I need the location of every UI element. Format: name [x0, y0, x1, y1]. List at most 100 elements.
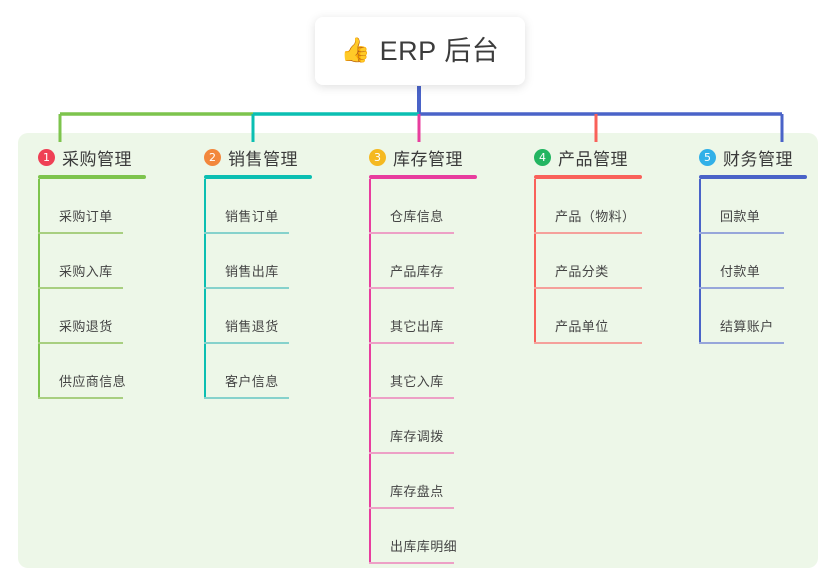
branch-underline — [699, 175, 807, 179]
branch-title: 库存管理 — [393, 149, 463, 169]
root-node-card[interactable]: 👍 ERP 后台 — [315, 17, 525, 85]
branch-item-underline — [534, 287, 642, 289]
branch-item-label: 产品库存 — [390, 264, 444, 279]
branch-item[interactable]: 其它入库 — [369, 344, 477, 399]
branch-item-label: 采购订单 — [59, 209, 113, 224]
branch-item-label: 结算账户 — [720, 319, 774, 334]
branch-item-underline — [369, 452, 454, 454]
branch-item-label: 客户信息 — [225, 374, 279, 389]
branch-item-list: 仓库信息产品库存其它出库其它入库库存调拨库存盘点出库库明细 — [369, 179, 477, 564]
branch-item-label: 出库库明细 — [390, 539, 458, 554]
branch-item-underline — [204, 397, 289, 399]
branch-item-label: 采购入库 — [59, 264, 113, 279]
branch-item[interactable]: 回款单 — [699, 179, 807, 234]
branch-underline — [534, 175, 642, 179]
branches-panel — [18, 133, 818, 568]
branch-item-label: 产品单位 — [555, 319, 609, 334]
branch-item-label: 其它入库 — [390, 374, 444, 389]
branch-item[interactable]: 销售出库 — [204, 234, 312, 289]
branch-item-underline — [699, 232, 784, 234]
branch-item[interactable]: 产品库存 — [369, 234, 477, 289]
branch-item[interactable]: 采购入库 — [38, 234, 146, 289]
branch-item-label: 供应商信息 — [59, 374, 127, 389]
branch-title: 销售管理 — [228, 149, 298, 169]
branch-item-label: 采购退货 — [59, 319, 113, 334]
branch-spine — [534, 179, 536, 344]
branch-item-underline — [204, 232, 289, 234]
branch-item-underline — [699, 342, 784, 344]
branch-item-underline — [699, 287, 784, 289]
branch-column-5: 5 财务管理回款单付款单结算账户 — [699, 145, 807, 344]
branch-item-list: 产品（物料） 产品分类产品单位 — [534, 179, 642, 344]
branch-item-underline — [204, 287, 289, 289]
branch-item-underline — [369, 287, 454, 289]
branch-item-label: 其它出库 — [390, 319, 444, 334]
branch-item-label: 销售出库 — [225, 264, 279, 279]
branch-item-label: 销售退货 — [225, 319, 279, 334]
branch-item-label: 产品（物料） — [555, 209, 636, 224]
branch-item[interactable]: 仓库信息 — [369, 179, 477, 234]
branch-header-5[interactable]: 5 财务管理 — [699, 145, 807, 169]
branch-item-underline — [38, 287, 123, 289]
branch-item-list: 销售订单销售出库销售退货客户信息 — [204, 179, 312, 399]
branch-item-list: 回款单付款单结算账户 — [699, 179, 807, 344]
branch-underline — [38, 175, 146, 179]
branch-number-badge: 2 — [204, 148, 221, 166]
branch-spine — [369, 179, 371, 564]
branch-item-underline — [204, 342, 289, 344]
branch-item[interactable]: 库存盘点 — [369, 454, 477, 509]
branch-title: 采购管理 — [62, 149, 132, 169]
branch-spine — [204, 179, 206, 399]
branch-header-4[interactable]: 4 产品管理 — [534, 145, 642, 169]
branch-item-underline — [369, 342, 454, 344]
branch-item[interactable]: 销售退货 — [204, 289, 312, 344]
branch-header-1[interactable]: 1 采购管理 — [38, 145, 146, 169]
branch-item[interactable]: 付款单 — [699, 234, 807, 289]
branch-number-badge: 1 — [38, 148, 55, 166]
branch-item-underline — [534, 342, 642, 344]
branch-item-underline — [38, 232, 123, 234]
branch-title: 财务管理 — [723, 149, 793, 169]
branch-item-label: 库存盘点 — [390, 484, 444, 499]
branch-item-underline — [369, 562, 454, 564]
branch-item-underline — [534, 232, 642, 234]
branch-item[interactable]: 出库库明细 — [369, 509, 477, 564]
branch-item[interactable]: 客户信息 — [204, 344, 312, 399]
branch-item[interactable]: 采购订单 — [38, 179, 146, 234]
branch-column-2: 2 销售管理销售订单销售出库销售退货客户信息 — [204, 145, 312, 399]
branch-item-label: 回款单 — [720, 209, 761, 224]
branch-item[interactable]: 结算账户 — [699, 289, 807, 344]
branch-number-badge: 5 — [699, 148, 716, 166]
branch-underline — [369, 175, 477, 179]
branch-item-underline — [369, 397, 454, 399]
branch-item-label: 产品分类 — [555, 264, 609, 279]
thumbs-up-icon: 👍 — [340, 37, 371, 64]
branch-header-2[interactable]: 2 销售管理 — [204, 145, 312, 169]
branch-column-1: 1 采购管理采购订单采购入库采购退货供应商信息 — [38, 145, 146, 399]
branch-item[interactable]: 销售订单 — [204, 179, 312, 234]
branch-title: 产品管理 — [558, 149, 628, 169]
branch-item-underline — [369, 507, 454, 509]
branch-item-label: 销售订单 — [225, 209, 279, 224]
branch-item[interactable]: 采购退货 — [38, 289, 146, 344]
branch-item[interactable]: 产品（物料） — [534, 179, 642, 234]
branch-number-badge: 4 — [534, 148, 551, 166]
branch-item-list: 采购订单采购入库采购退货供应商信息 — [38, 179, 146, 399]
branch-underline — [204, 175, 312, 179]
branch-item-underline — [38, 397, 123, 399]
branch-item-label: 付款单 — [720, 264, 761, 279]
branch-item[interactable]: 其它出库 — [369, 289, 477, 344]
root-node-title: ERP 后台 — [379, 35, 500, 66]
branch-item[interactable]: 产品单位 — [534, 289, 642, 344]
branch-item[interactable]: 产品分类 — [534, 234, 642, 289]
branch-item[interactable]: 库存调拨 — [369, 399, 477, 454]
branch-item-underline — [369, 232, 454, 234]
branch-spine — [38, 179, 40, 399]
branch-item[interactable]: 供应商信息 — [38, 344, 146, 399]
branch-item-underline — [38, 342, 123, 344]
branch-column-4: 4 产品管理产品（物料） 产品分类产品单位 — [534, 145, 642, 344]
branch-spine — [699, 179, 701, 344]
